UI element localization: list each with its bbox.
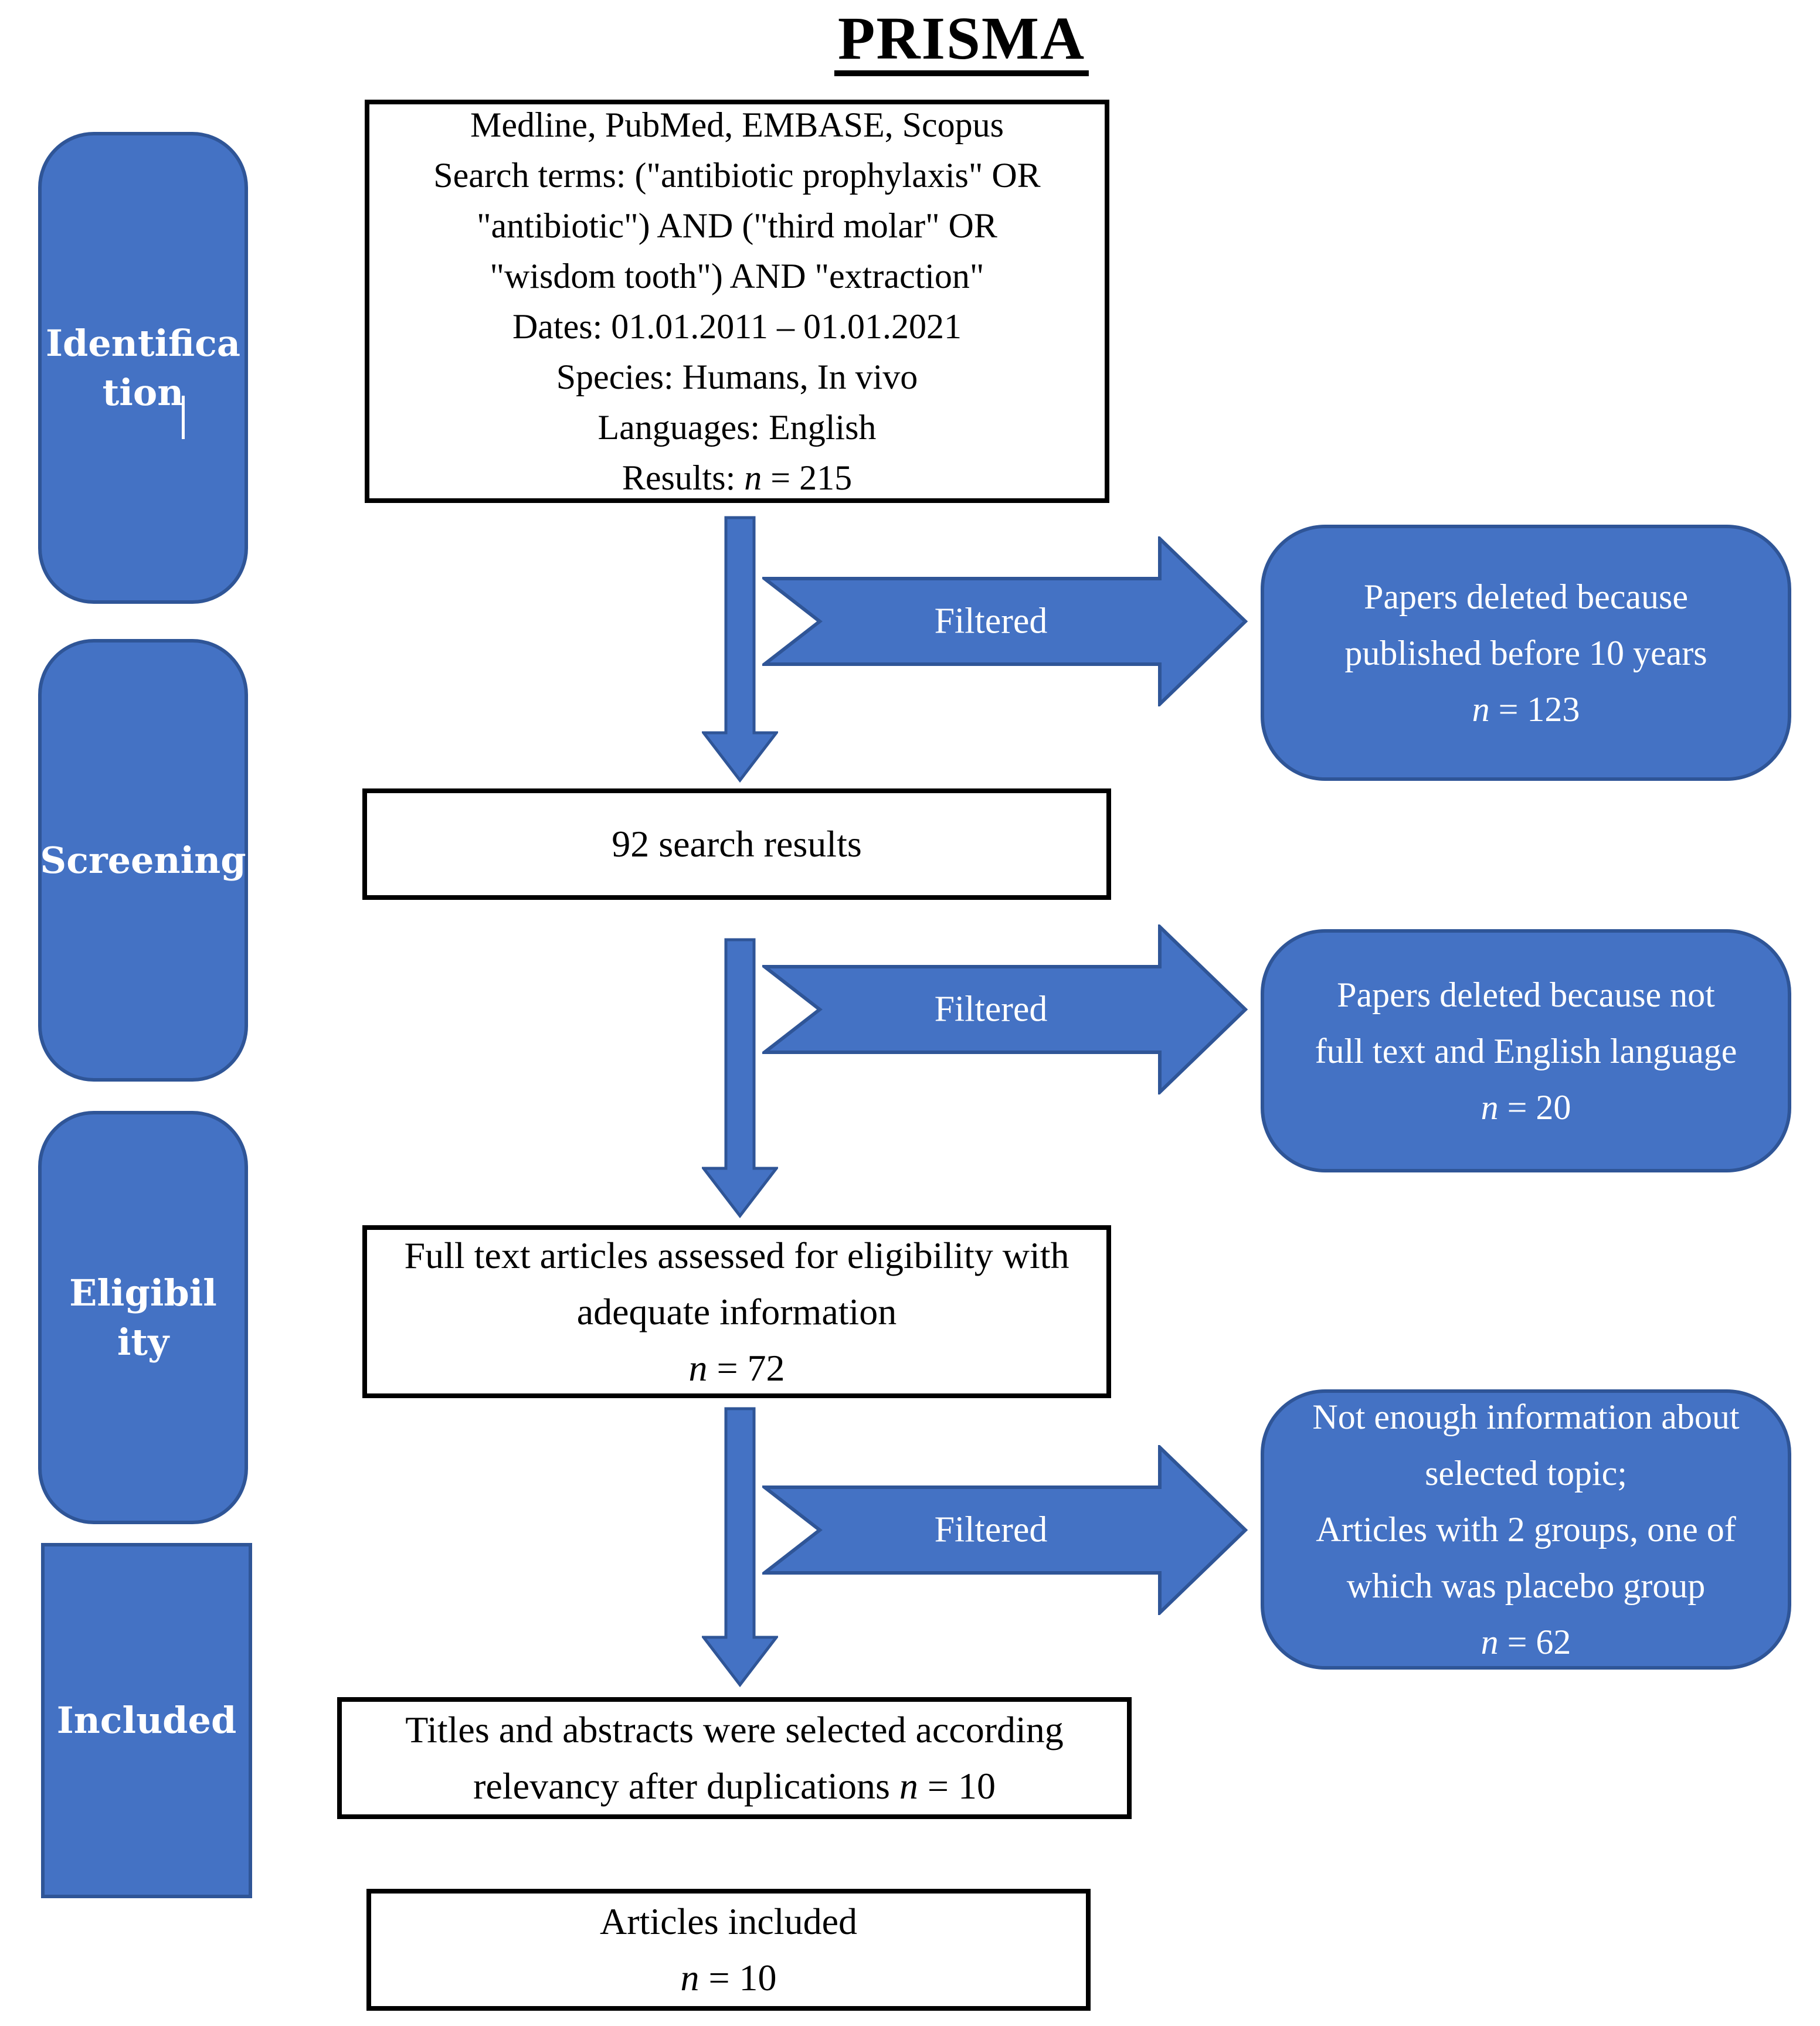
articles-included-text: Articles included n = 10 [600, 1901, 857, 1998]
stage-identification: Identifica tion [38, 132, 248, 604]
stage-screening: Screening [38, 639, 248, 1082]
search-results-text: 92 search results [612, 823, 862, 865]
articles-included-box: Articles included n = 10 [366, 1889, 1091, 2011]
excluded-old-papers-text: Papers deleted because published before … [1344, 577, 1707, 729]
stage-eligibility-label: Eligibil ity [69, 1271, 217, 1364]
titles-abstracts-box: Titles and abstracts were selected accor… [337, 1697, 1132, 1819]
filtered-arrow-2 [762, 924, 1248, 1094]
excluded-not-fulltext-box: Papers deleted because not full text and… [1261, 929, 1791, 1172]
filtered-label-3: Filtered [934, 1510, 1048, 1550]
text-cursor [181, 396, 185, 440]
filtered-label-1: Filtered [934, 601, 1048, 641]
page-title: PRISMA [834, 8, 1089, 76]
search-strategy-box: Medline, PubMed, EMBASE, Scopus Search t… [365, 100, 1109, 503]
down-arrow-2 [702, 938, 778, 1218]
filtered-arrow-1 [762, 536, 1248, 706]
stage-included: Included [41, 1543, 252, 1898]
filtered-label-2: Filtered [934, 989, 1048, 1029]
stage-eligibility: Eligibil ity [38, 1111, 248, 1524]
filtered-arrow-3 [762, 1445, 1248, 1615]
excluded-insufficient-info-box: Not enough information about selected to… [1261, 1389, 1791, 1670]
excluded-insufficient-info-text: Not enough information about selected to… [1312, 1398, 1740, 1661]
stage-identification-label: Identifica tion [45, 321, 241, 414]
excluded-not-fulltext-text: Papers deleted because not full text and… [1315, 975, 1737, 1127]
fulltext-assessed-text: Full text articles assessed for eligibil… [404, 1234, 1069, 1389]
stage-included-label: Included [56, 1699, 237, 1742]
search-strategy-text: Medline, PubMed, EMBASE, Scopus Search t… [433, 106, 1041, 497]
down-arrow-3 [702, 1407, 778, 1687]
down-arrow-1 [702, 516, 778, 783]
excluded-old-papers-box: Papers deleted because published before … [1261, 525, 1791, 781]
titles-abstracts-text: Titles and abstracts were selected accor… [405, 1709, 1064, 1807]
stage-screening-label: Screening [40, 838, 246, 882]
search-results-box: 92 search results [362, 788, 1111, 900]
fulltext-assessed-box: Full text articles assessed for eligibil… [362, 1225, 1111, 1398]
